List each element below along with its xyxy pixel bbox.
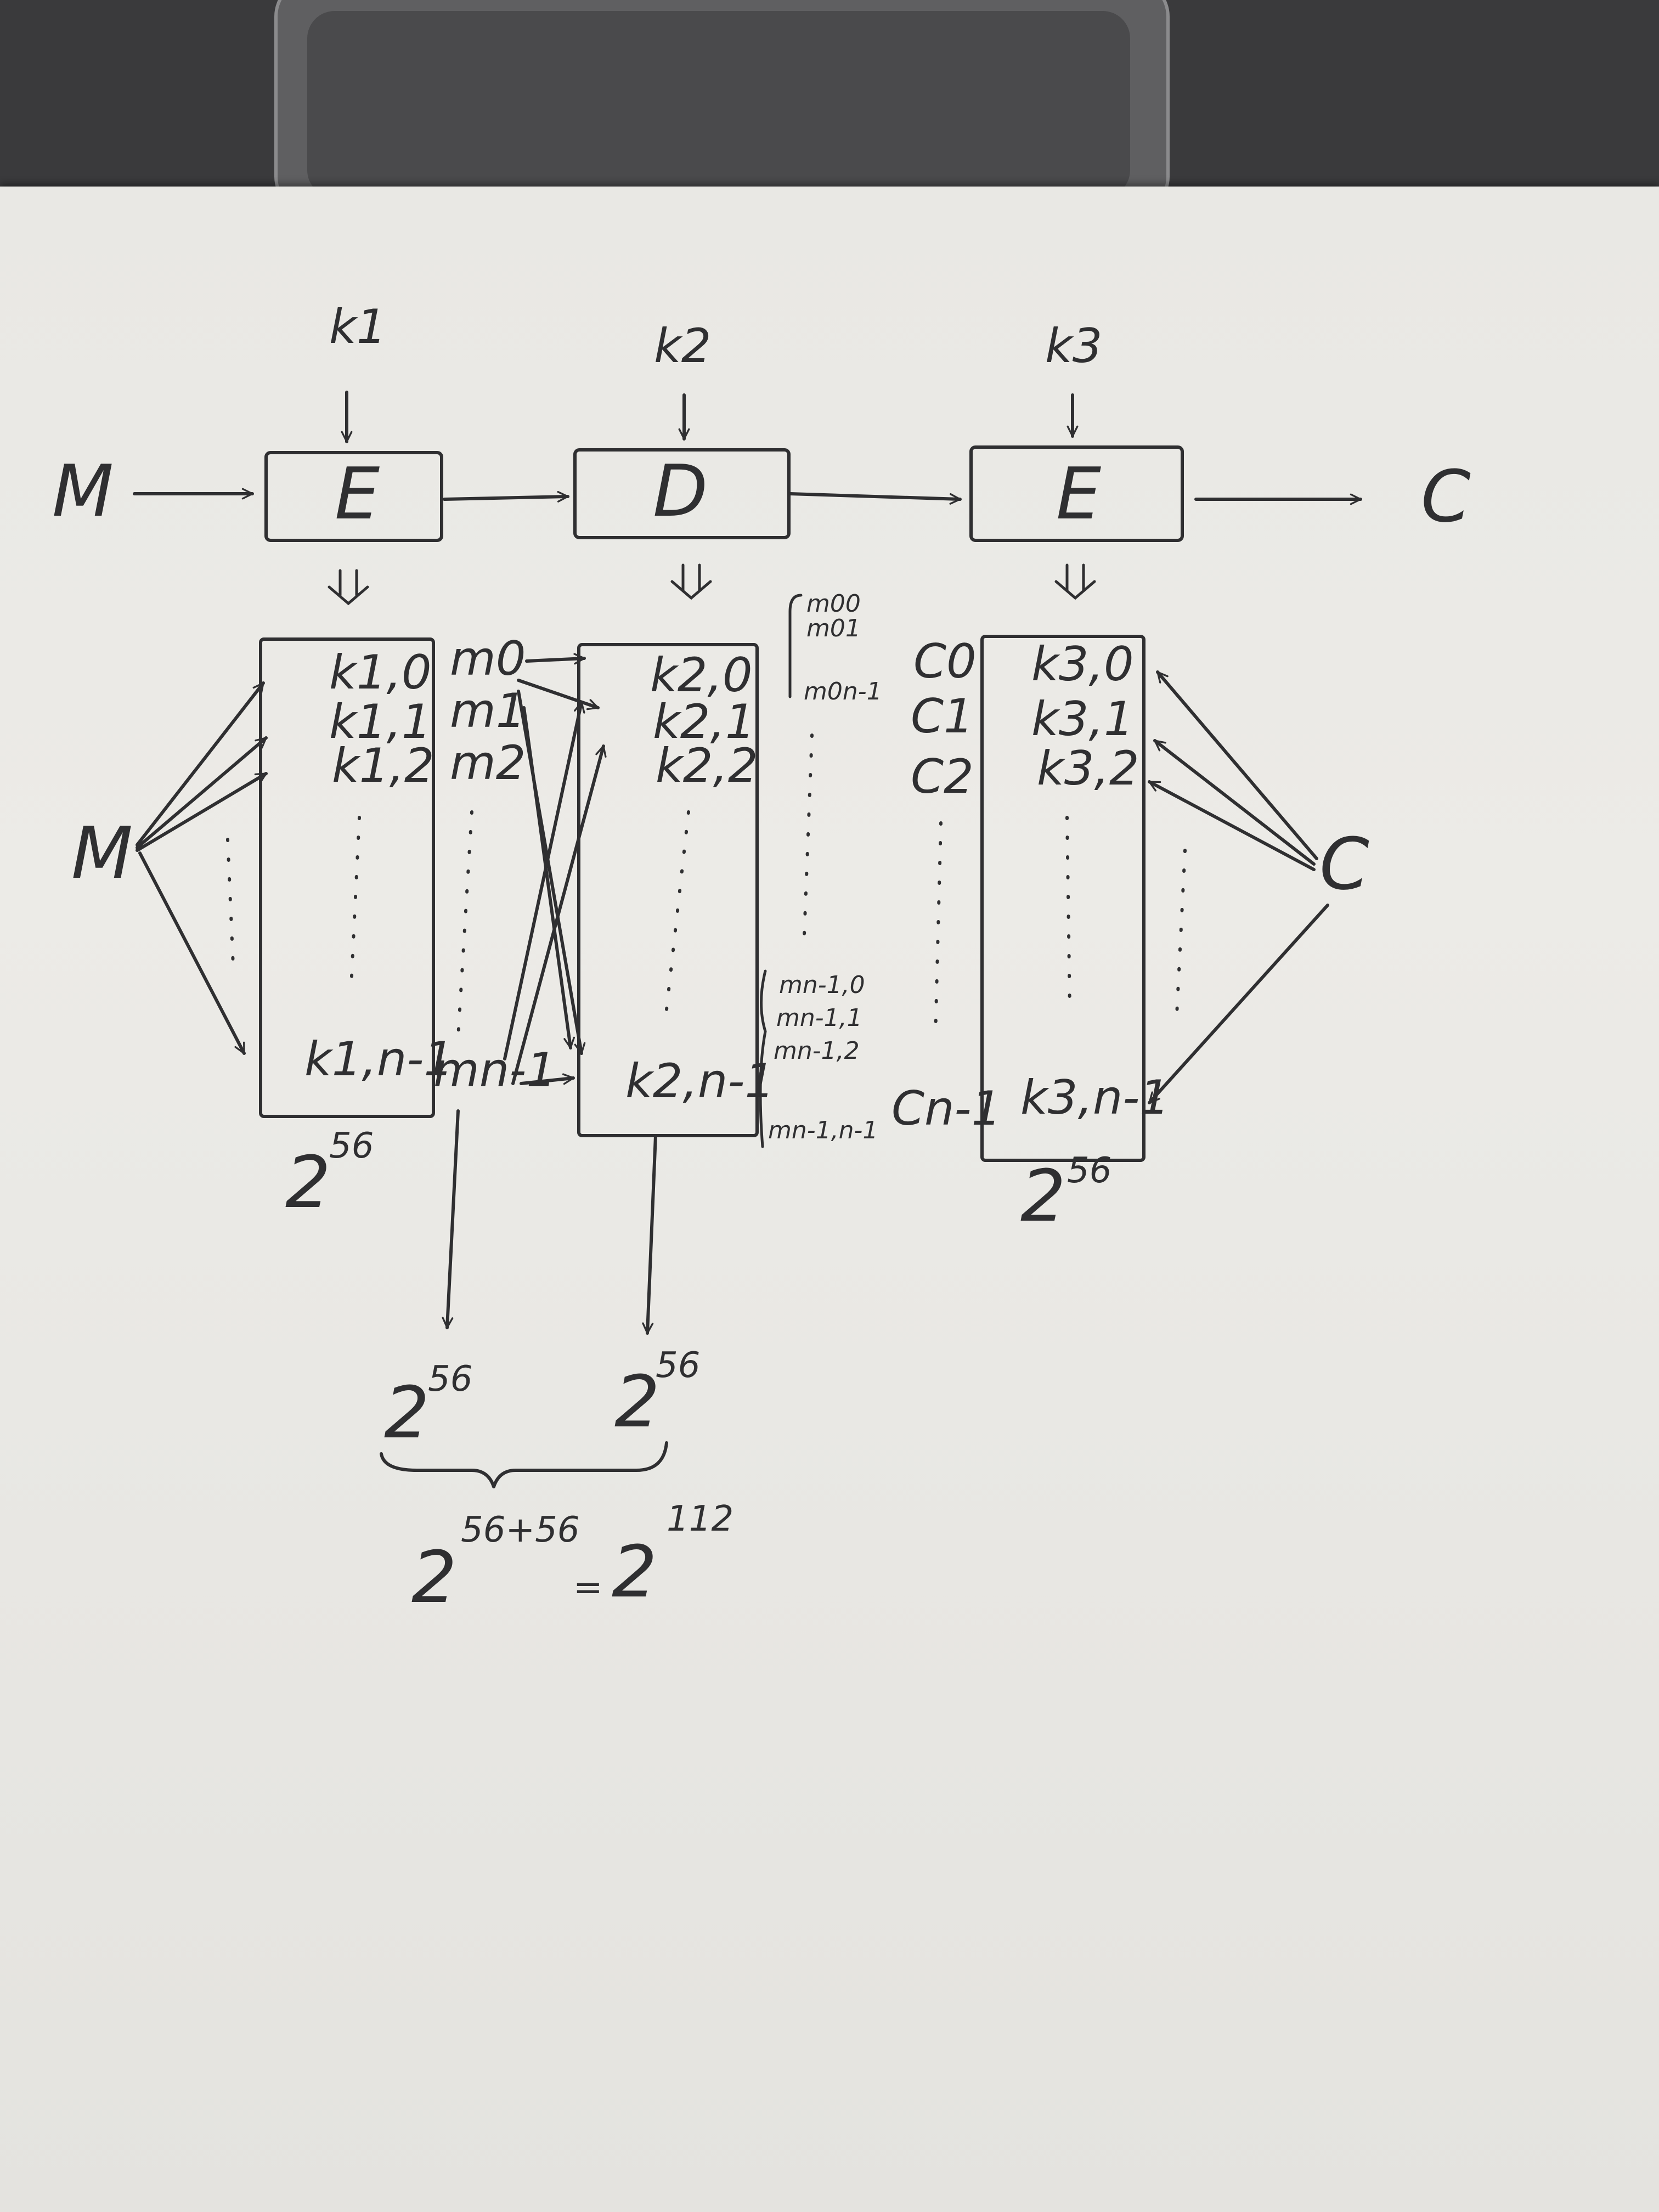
table3-row: k3,2 <box>1037 741 1139 796</box>
laptop <box>0 0 1659 219</box>
down-arrow <box>647 1134 657 1335</box>
stage3-box <box>969 445 1184 542</box>
fan-arrows-left <box>136 681 266 1053</box>
group-brace <box>788 594 803 698</box>
table2-row: k2,2 <box>656 738 758 793</box>
group-top-value: m01 <box>806 614 861 642</box>
table3-row: k3,0 <box>1031 637 1134 692</box>
table3-row: k3,1 <box>1031 692 1134 747</box>
ellipsis <box>349 816 361 989</box>
group-bottom-value: mn-1,2 <box>774 1037 860 1065</box>
pipeline-input-label: M <box>52 449 114 533</box>
middle-value: m2 <box>450 736 526 791</box>
table3-size-exp: 56 <box>1067 1150 1111 1191</box>
double-down-arrow <box>670 563 712 600</box>
right-complexity-base: 2 <box>614 1360 660 1443</box>
table1-size-exp: 56 <box>329 1126 374 1166</box>
paper-sheet <box>0 187 1659 2212</box>
group-top-value: m00 <box>806 590 861 618</box>
table1-row: k1,1 <box>329 695 432 749</box>
table1-row: k1,n-1 <box>304 1032 454 1087</box>
table2-box <box>577 643 759 1137</box>
pipeline-arrow <box>443 496 569 499</box>
table-input-label: C <box>1319 822 1369 906</box>
result-base: 2 <box>612 1530 657 1613</box>
equals-sign: = <box>573 1567 603 1608</box>
result-exp: 112 <box>667 1499 733 1539</box>
down-arrow <box>447 1109 460 1329</box>
double-down-arrow <box>328 569 369 606</box>
pipeline-output-label: C <box>1421 455 1471 538</box>
middle-value: m0 <box>450 631 526 686</box>
sum-brace <box>380 1441 668 1488</box>
table-input-label: M <box>71 811 133 895</box>
middle-value: m1 <box>450 684 526 738</box>
table1-size-base: 2 <box>285 1141 331 1224</box>
pipeline-arrow <box>788 492 962 499</box>
table2-row: k2,n-1 <box>625 1054 775 1109</box>
ellipsis <box>665 810 690 1011</box>
table1-row: k1,2 <box>332 738 435 793</box>
group-bottom-value: mn-1,0 <box>779 971 865 999</box>
group-bottom-value: mn-1,1 <box>776 1004 862 1032</box>
laptop-screen <box>307 11 1130 198</box>
middle-value: mn-1 <box>433 1043 556 1098</box>
ellipsis <box>456 810 473 1039</box>
left-complexity-exp: 56 <box>428 1359 472 1400</box>
table1-row: k1,0 <box>329 645 432 700</box>
left-complexity-base: 2 <box>384 1371 430 1454</box>
right-complexity-exp: 56 <box>656 1345 700 1386</box>
table2-row: k2,0 <box>650 648 753 703</box>
fan-arrows-right <box>1149 670 1329 1104</box>
c-value: Cn-1 <box>891 1081 1001 1136</box>
table3-box <box>980 635 1146 1162</box>
stage1-box <box>264 451 443 542</box>
ellipsis <box>1065 816 1071 1011</box>
stage3-op: E <box>1056 452 1101 535</box>
sum-exp: 56+56 <box>461 1510 580 1550</box>
table3-size-base: 2 <box>1020 1154 1066 1238</box>
group-top-value: m0n-1 <box>804 678 882 706</box>
ellipsis <box>802 733 814 951</box>
c-value: C1 <box>911 689 974 744</box>
ellipsis <box>934 821 943 1039</box>
stage1-op: E <box>335 452 380 535</box>
group-bottom-value: mn-1,n-1 <box>768 1116 878 1144</box>
c-value: C2 <box>911 749 974 804</box>
sum-base: 2 <box>411 1536 457 1619</box>
stage2-op: D <box>653 449 708 533</box>
match-arrows <box>503 658 603 1085</box>
table3-row: k3,n-1 <box>1020 1070 1170 1125</box>
table1-box <box>259 637 435 1118</box>
stage2-key: k2 <box>654 319 712 374</box>
stage1-key: k1 <box>329 300 387 354</box>
c-value: C0 <box>913 634 977 689</box>
table2-row: k2,1 <box>653 695 755 749</box>
stage3-key: k3 <box>1045 319 1103 374</box>
group-brace <box>759 969 767 1148</box>
double-down-arrow <box>1054 563 1096 600</box>
